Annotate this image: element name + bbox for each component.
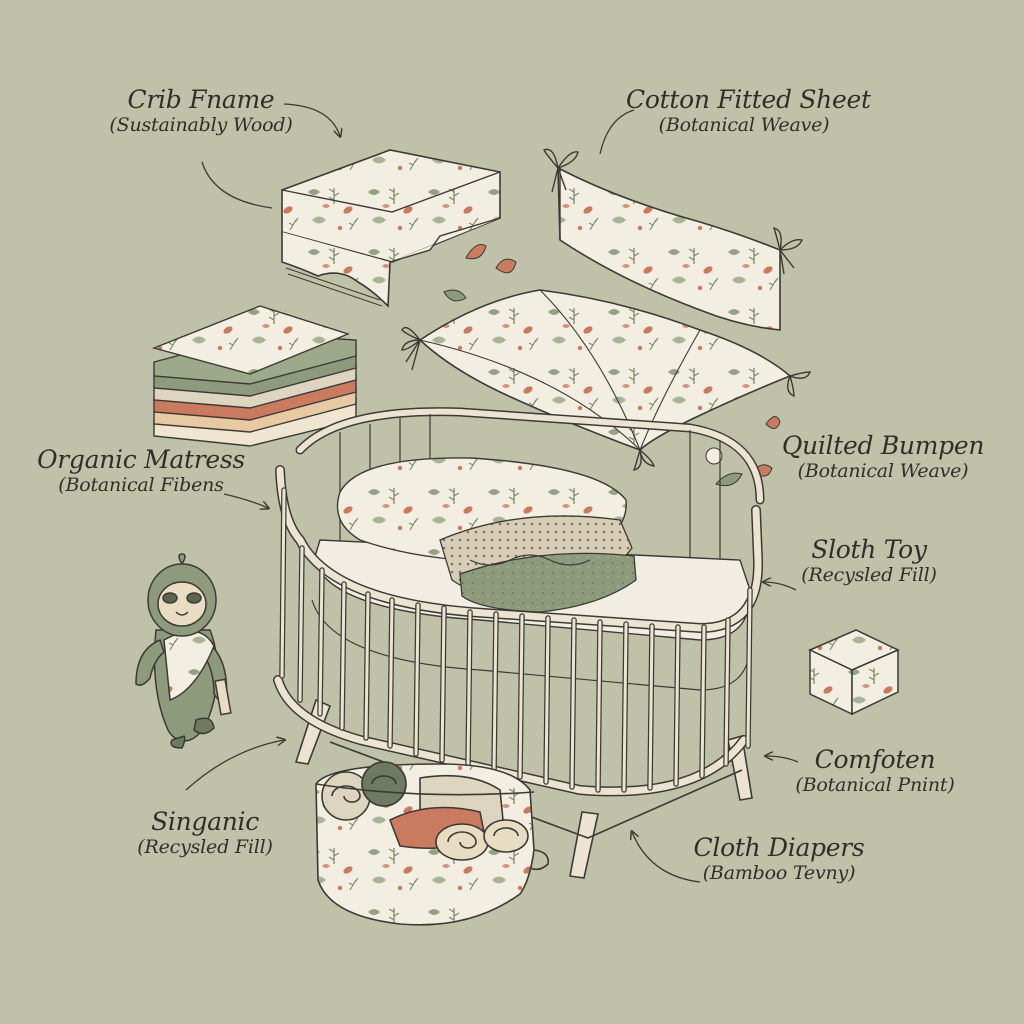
label-quilted-bumper-title: Quilted Bumpen xyxy=(781,431,985,460)
label-crib-frame-subtitle: (Sustainably Wood) xyxy=(109,113,293,136)
label-comforter: Comfoten (Botanical Pnint) xyxy=(782,745,968,797)
label-sloth-toy-title: Sloth Toy xyxy=(811,535,927,564)
blanket-stack-illustration xyxy=(151,305,357,447)
crib-illustration xyxy=(273,407,765,879)
label-crib-frame-title: Crib Fname xyxy=(127,85,275,114)
label-singanic-title: Singanic xyxy=(151,807,259,836)
sloth-toy-illustration xyxy=(135,553,232,749)
label-singanic-subtitle: (Recysled Fill) xyxy=(137,835,273,858)
crib-frame-illustration xyxy=(281,149,501,308)
quilted-bumper-illustration xyxy=(401,289,812,471)
fabric-cube-illustration xyxy=(808,629,900,716)
label-quilted-bumper-subtitle: (Botanical Weave) xyxy=(797,459,969,482)
label-cloth-diapers-subtitle: (Bamboo Tevny) xyxy=(702,861,856,884)
label-cloth-diapers-title: Cloth Diapers xyxy=(693,833,865,862)
label-crib-frame: Crib Fname (Sustainably Wood) xyxy=(96,85,306,137)
label-singanic: Singanic (Recysled Fill) xyxy=(120,807,290,859)
label-cloth-diapers: Cloth Diapers (Bamboo Tevny) xyxy=(686,833,872,885)
label-fitted-sheet-subtitle: (Botanical Weave) xyxy=(658,113,830,136)
label-sloth-toy-subtitle: (Recysled Fill) xyxy=(801,563,937,586)
label-mattress: Organic Matress (Botanical Fibens xyxy=(36,445,246,497)
label-comforter-subtitle: (Botanical Pnint) xyxy=(795,773,955,796)
label-mattress-subtitle: (Botanical Fibens xyxy=(58,473,224,496)
label-fitted-sheet: Cotton Fitted Sheet (Botanical Weave) xyxy=(626,85,871,137)
label-quilted-bumper: Quilted Bumpen (Botanical Weave) xyxy=(780,431,986,483)
diaper-basket-illustration xyxy=(315,761,550,926)
label-fitted-sheet-title: Cotton Fitted Sheet xyxy=(626,85,871,114)
leader-lines xyxy=(185,103,799,883)
fitted-sheet-illustration xyxy=(543,148,803,331)
label-mattress-title: Organic Matress xyxy=(37,445,245,474)
label-comforter-title: Comfoten xyxy=(814,745,936,774)
label-sloth-toy: Sloth Toy (Recysled Fill) xyxy=(784,535,954,587)
